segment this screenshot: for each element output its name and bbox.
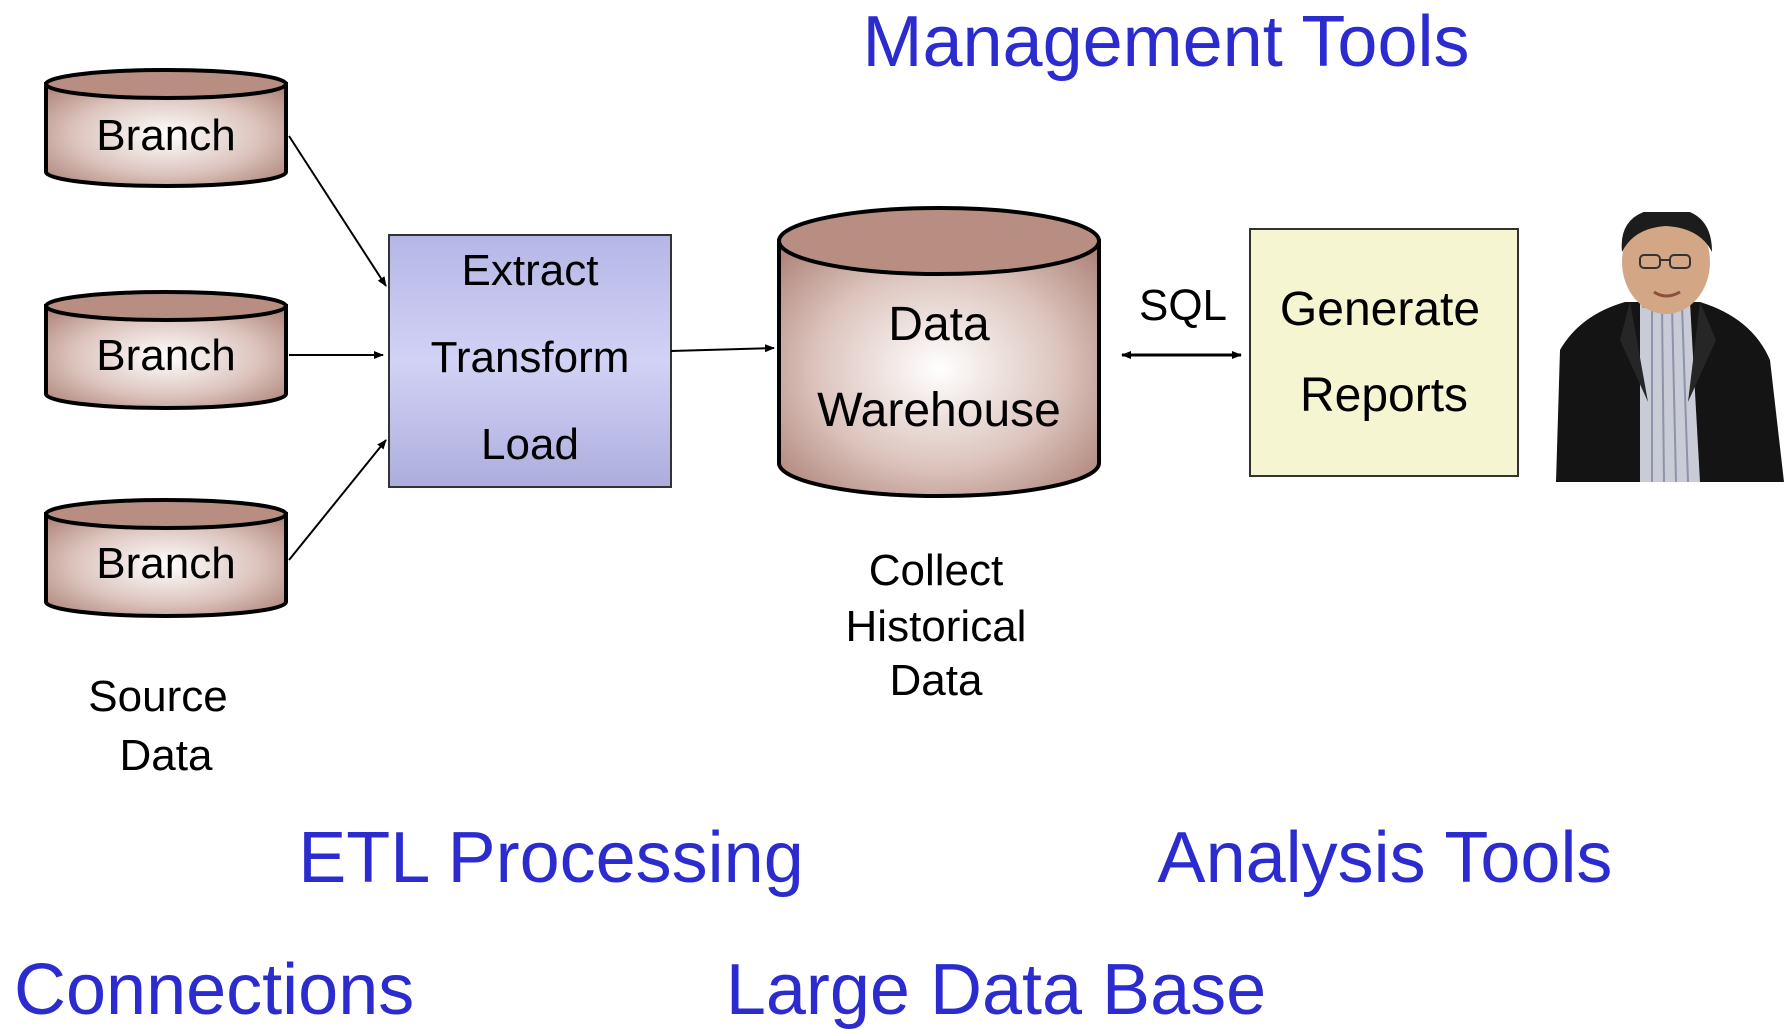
heading-large-data-base: Large Data Base — [726, 950, 1266, 1029]
source-data-caption-line1: Source — [88, 672, 227, 721]
heading-management-tools: Management Tools — [862, 2, 1469, 82]
warehouse-label-line1: Data — [888, 298, 990, 351]
reports-label-line2: Reports — [1300, 369, 1468, 422]
etl-box: Extract Transform Load — [388, 234, 672, 488]
generate-reports-box: Generate Reports — [1249, 228, 1519, 477]
etl-transform-label: Transform — [431, 333, 630, 382]
source-data-caption-line2: Data — [120, 731, 213, 780]
warehouse-caption-line2: Historical — [846, 602, 1027, 651]
heading-connections: Connections — [14, 950, 414, 1029]
arrow-branch3-to-etl — [288, 439, 387, 561]
branch-cylinder-2: Branch — [44, 290, 288, 410]
arrow-etl-to-warehouse — [670, 344, 775, 353]
etl-extract-label: Extract — [462, 246, 599, 295]
reports-label-line1: Generate — [1280, 283, 1480, 336]
warehouse-caption-line1: Collect — [869, 546, 1004, 595]
branch-1-label: Branch — [96, 111, 235, 160]
etl-load-label: Load — [481, 420, 579, 469]
person-photo-icon — [1556, 212, 1784, 482]
warehouse-caption-line3: Data — [890, 656, 983, 705]
heading-analysis-tools: Analysis Tools — [1158, 818, 1613, 898]
data-warehouse-cylinder: Data Warehouse — [777, 206, 1101, 498]
branch-3-label: Branch — [96, 539, 235, 588]
branch-cylinder-1: Branch — [44, 68, 288, 188]
arrow-branch1-to-etl — [288, 135, 387, 287]
branch-2-label: Branch — [96, 331, 235, 380]
warehouse-label-line2: Warehouse — [817, 384, 1061, 437]
sql-label: SQL — [1139, 281, 1227, 330]
branch-cylinder-3: Branch — [44, 498, 288, 618]
heading-etl-processing: ETL Processing — [298, 818, 804, 898]
